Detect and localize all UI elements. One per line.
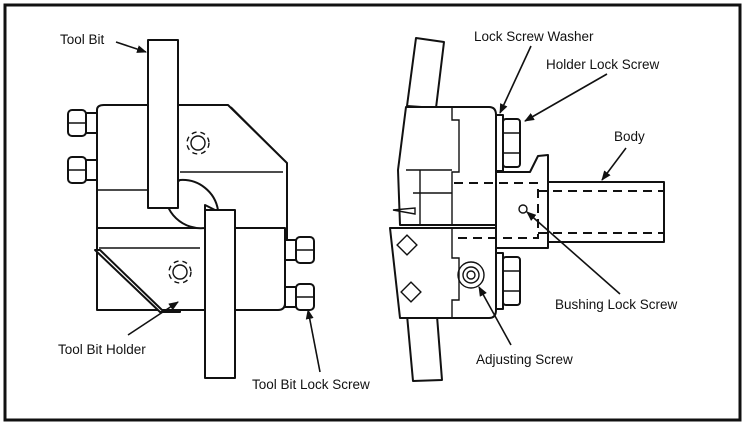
upper-holder-pin: [186, 131, 210, 155]
arrow-lock-screw-washer: [499, 45, 532, 114]
bushing-lock-screw: [518, 204, 528, 214]
arrow-tool-bit-holder: [127, 301, 179, 336]
right-holder-lower: [389, 227, 497, 319]
lower-tool-bit: [204, 209, 236, 379]
label-tool-bit-lock-screw: Tool Bit Lock Screw: [252, 377, 370, 392]
label-lock-screw-washer: Lock Screw Washer: [474, 29, 594, 44]
arrow-body: [601, 147, 627, 181]
arrow-bushing-lock-screw: [526, 211, 621, 295]
adjusting-screw: [457, 261, 485, 289]
lower-holder-pin: [168, 260, 192, 284]
arrow-adjusting-screw: [478, 286, 512, 346]
label-tool-bit: Tool Bit: [60, 32, 105, 47]
label-bushing-lock-screw: Bushing Lock Screw: [555, 297, 678, 312]
figure-frame: [3, 3, 742, 422]
body-flange: [495, 154, 549, 249]
label-body: Body: [614, 129, 645, 144]
diamond-mark-upper: [396, 234, 418, 256]
diamond-mark-lower: [400, 281, 422, 303]
arrow-tool-bit-lock-screw: [305, 309, 321, 373]
upper-tool-bit: [147, 39, 179, 209]
lower-lock-screw: [495, 252, 521, 310]
right-upper-tool-bit: [406, 37, 445, 109]
arrow-tool-bit: [115, 41, 147, 53]
label-tool-bit-holder: Tool Bit Holder: [58, 342, 146, 357]
tool-bit-lock-screw: [284, 283, 315, 311]
arrow-holder-lock-screw: [524, 73, 608, 122]
right-view: Lock Screw Washer Holder Lock Screw Body…: [389, 29, 678, 382]
label-holder-lock-screw: Holder Lock Screw: [546, 57, 660, 72]
left-view: Tool Bit Tool Bit Holder Tool Bit Lock S…: [58, 32, 370, 392]
left-lower-lock-screw: [67, 156, 98, 184]
holder-lock-screw: [495, 114, 521, 172]
right-upper-lock-screw: [284, 236, 315, 264]
right-holder-upper: [397, 106, 497, 226]
left-upper-lock-screw: [67, 109, 98, 137]
label-adjusting-screw: Adjusting Screw: [476, 352, 573, 367]
right-lower-tool-bit: [406, 314, 443, 382]
